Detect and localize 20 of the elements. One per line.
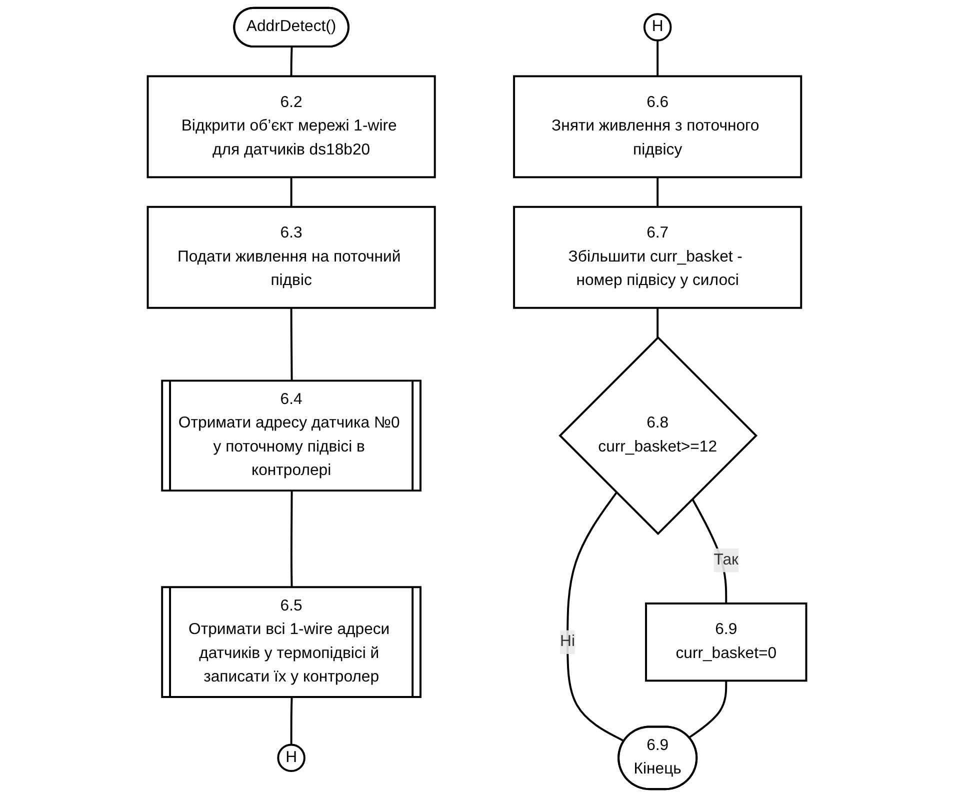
connector xyxy=(290,177,292,207)
connector xyxy=(290,308,293,382)
connector xyxy=(656,40,659,76)
connector xyxy=(688,680,728,738)
node-circle: Н xyxy=(643,13,672,42)
node-box: 6.3 Подати живлення на поточний підвіс xyxy=(146,206,436,309)
connector xyxy=(290,697,293,745)
node-box: 6.6 Зняти живлення з поточного підвісу xyxy=(513,75,802,178)
node-diamond: 6.8 curr_basket>=12 xyxy=(558,336,758,536)
node-box: 6.7 Збільшити curr_basket - номер підвісу у силосі xyxy=(513,206,802,309)
node-circle: Н xyxy=(277,744,306,772)
connector xyxy=(566,492,625,742)
edge-label: Ні xyxy=(560,633,576,650)
connector xyxy=(290,47,293,76)
edge-label: Так xyxy=(714,551,738,568)
connector xyxy=(656,177,659,207)
node-box: 6.9 curr_basket=0 xyxy=(645,602,808,682)
connector xyxy=(656,308,659,338)
connector xyxy=(290,491,293,588)
node-box: 6.2 Відкрити об’єкт мережі 1-wire для датчиків ds18b20 xyxy=(146,75,436,178)
